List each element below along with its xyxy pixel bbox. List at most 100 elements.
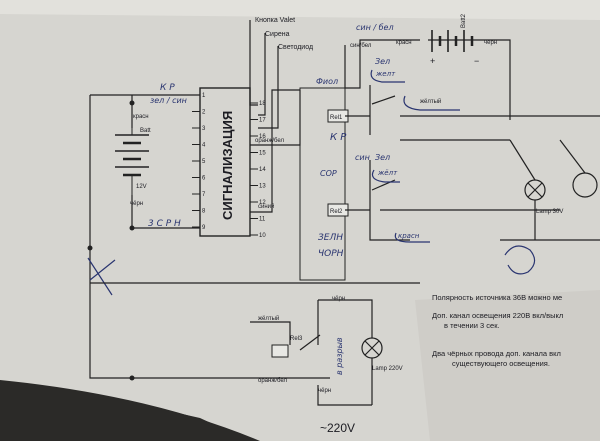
note-1: Полярность источника 36В можно ме	[432, 293, 562, 302]
relay-2-label: Rel2	[330, 209, 343, 215]
battery2-plus-sign: +	[430, 56, 435, 66]
chip-pin-left-number: 9	[202, 225, 206, 231]
battery-minus-wire-label: чёрн	[130, 201, 143, 207]
handwritten-fiol: Фиол	[316, 77, 338, 86]
top-blue-wire	[344, 39, 420, 89]
handwritten-zhelt2: жёлт	[377, 169, 398, 177]
pen-loop-2	[371, 169, 400, 183]
wire-label-orange-white: оранж/бел	[255, 138, 285, 144]
yellow-wire	[250, 321, 291, 345]
valet-label: Кнопка Valet	[255, 17, 295, 24]
switch-contacts	[369, 85, 410, 241]
chip-pin-left-number: 7	[202, 192, 206, 198]
relay-3-switch	[299, 300, 321, 351]
handwritten-blue-red: зел / син	[150, 96, 187, 105]
note-3: в течении 3 сек.	[444, 321, 500, 330]
chip-pin-right-number: 12	[259, 200, 266, 206]
switch-sketch	[87, 257, 116, 296]
pen-loop	[370, 69, 405, 83]
chip-pin-right-number: 14	[259, 167, 266, 173]
chip-pin-right-number: 10	[259, 233, 266, 239]
left-rail-wire	[89, 95, 330, 379]
siren-label: Сирена	[265, 31, 290, 38]
relay-outputs	[345, 115, 370, 211]
junction-node	[129, 375, 135, 381]
battery2-minus-wire: чёрн	[484, 40, 497, 46]
handwritten-zrn: 3 С Р Н	[148, 219, 181, 229]
chip-pin-left-number: 3	[202, 126, 206, 132]
wire-label-blue-white: син/бел	[350, 43, 372, 49]
blue-wire	[250, 89, 300, 213]
wire-label-yellow: жёлтый	[258, 315, 279, 322]
handwritten-zhelt: желт	[375, 70, 396, 78]
chip-pin-right-number: 17	[259, 118, 266, 124]
note-5: существующего освещения.	[452, 359, 550, 368]
wire-label-black: чёрн	[318, 388, 331, 394]
lamp-220-top-wire	[318, 299, 373, 338]
handwritten-zel: Зел	[375, 57, 390, 66]
relay-block	[299, 87, 346, 281]
pen-sketch-loop	[504, 245, 536, 275]
battery-name: Batt	[140, 128, 151, 134]
lamp-right-wire	[559, 139, 586, 174]
lamp-30v-wires	[500, 139, 600, 241]
pen-loop-yellow	[403, 95, 460, 111]
battery2-minus-sign: −	[474, 56, 479, 66]
pen-loop-3	[394, 232, 430, 243]
battery2-minus-route	[480, 39, 511, 120]
chip-pin-left-number: 2	[202, 110, 206, 116]
handwritten-chorn: ЧОРН	[318, 249, 344, 259]
alarm-chip	[199, 87, 251, 237]
junction-node	[87, 245, 93, 251]
lamp-30v-label: Lamp 30V	[536, 209, 563, 215]
siren-wire	[258, 33, 266, 116]
lamp-30v-cross	[527, 182, 543, 198]
handwritten-krasn: красн	[398, 232, 420, 240]
led-wire	[258, 46, 279, 129]
battery2-name: Batt2	[461, 13, 467, 28]
note-4: Два чёрных провода доп. канала вкл	[432, 349, 561, 358]
relay-3-label: Rel3	[290, 336, 303, 342]
handwritten-zel2: Зел	[375, 153, 390, 162]
handwritten-sin: син	[355, 153, 370, 162]
handwritten-kr-mid: К Р	[330, 132, 347, 143]
paper-shadow	[415, 290, 600, 441]
lamp-220v-cross	[364, 340, 380, 356]
mains-wire	[317, 385, 372, 406]
chip-pin-left-number: 5	[202, 159, 206, 165]
battery-symbol	[115, 128, 149, 195]
chip-pin-right-number: 18	[259, 101, 266, 107]
table-surface	[0, 380, 260, 441]
chip-pin-left-number: 4	[202, 143, 206, 149]
battery2-symbol	[428, 30, 480, 52]
note-2: Доп. канал освещения 220В вкл/выкл	[432, 311, 563, 320]
wire-label-black-top: чёрн	[332, 296, 345, 302]
wire-label-orange-white-2: оранж/бел	[258, 378, 288, 384]
relay-3	[271, 344, 289, 358]
battery2-plus-wire: красн	[396, 40, 412, 46]
chip-pin-right-number: 13	[259, 184, 266, 190]
battery-plus-wire-label: красн	[133, 114, 149, 120]
junction-node	[129, 225, 135, 231]
paper-highlight	[0, 0, 600, 20]
chip-pin-left-number: 1	[202, 93, 206, 99]
led-label: Светодиод	[278, 44, 313, 51]
chip-pin-right-number: 16	[259, 134, 266, 140]
chip-pin-right-number: 15	[259, 151, 266, 157]
chip-pin-left-number: 8	[202, 209, 206, 215]
chip-pin-right-number: 11	[259, 217, 266, 223]
battery-voltage: 12V	[136, 184, 147, 190]
lamp-220v-label: Lamp 220V	[372, 366, 403, 372]
handwritten-zeln: ЗЕЛН	[318, 233, 343, 243]
handwritten-sor: СОР	[320, 169, 337, 178]
wire-label-yellow-top: жёлтый	[420, 98, 441, 105]
handwritten-v-razryv: в разрыв	[335, 337, 344, 375]
handwritten-kr: К Р	[160, 83, 175, 93]
handwritten-sin-zel: син / бел	[356, 23, 394, 32]
chip-pin-left-number: 6	[202, 176, 206, 182]
junction-node	[129, 100, 135, 106]
mains-label: ~220V	[320, 421, 355, 435]
chip-title: СИГНАЛИЗАЦИЯ	[220, 111, 235, 220]
wire-label-blue: синий	[258, 203, 274, 210]
